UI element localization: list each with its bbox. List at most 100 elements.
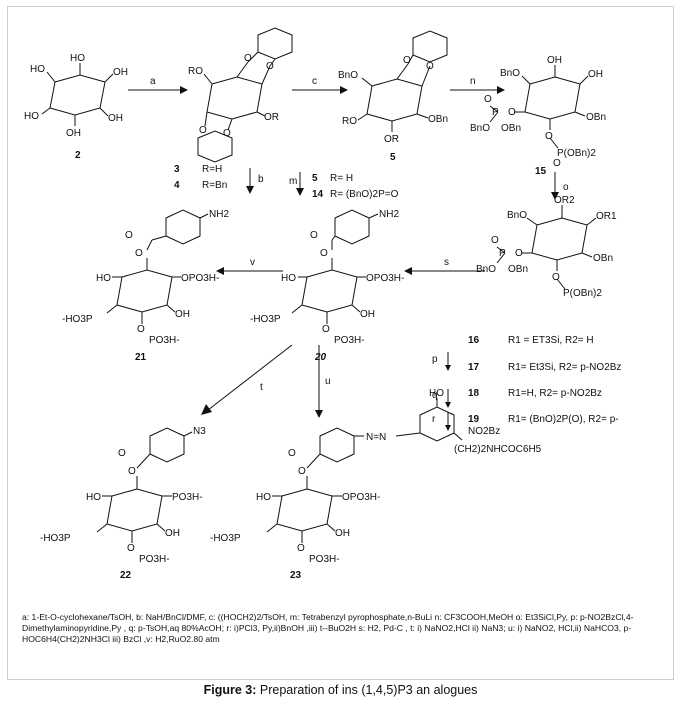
- label-o: O: [320, 248, 328, 259]
- step-s: s: [444, 257, 449, 268]
- label-o: O: [135, 248, 143, 259]
- label-po3h: PO3H-: [139, 554, 170, 565]
- label-po3h: PO3H-: [309, 554, 340, 565]
- label-po3h: PO3H-: [334, 335, 365, 346]
- caption-label: Figure 3:: [203, 683, 257, 697]
- compound-19-r: R1= (BnO)2P(O), R2= p-: [508, 414, 619, 425]
- cyclohexane-top-5: [412, 30, 448, 63]
- compound-number-23: 23: [290, 570, 302, 581]
- compound-14-r: R= (BnO)2P=O: [330, 189, 399, 200]
- step-p: p: [432, 354, 438, 365]
- label-obn: OBn: [586, 112, 606, 123]
- label-ho: HO: [96, 273, 111, 284]
- compound-number-15: 15: [535, 166, 547, 177]
- label-ho: HO: [24, 111, 39, 122]
- compound-number-2: 2: [75, 150, 81, 161]
- label-ro: RO: [188, 66, 203, 77]
- compound-number-17: 17: [468, 362, 480, 373]
- compound-number-5: 5: [312, 173, 318, 184]
- step-r: r: [432, 414, 436, 425]
- label-oh: OH: [108, 113, 123, 124]
- label-oh: OH: [360, 309, 375, 320]
- label-obn: OBn: [428, 114, 448, 125]
- label-oh: OH: [113, 67, 128, 78]
- label-por: P(OBn)2: [557, 148, 596, 159]
- compound-number-16: 16: [468, 335, 480, 346]
- step-m: m: [289, 176, 297, 187]
- step-t: t: [260, 382, 263, 393]
- label-nh2: NH2: [379, 209, 399, 220]
- step-q: q: [432, 390, 438, 401]
- label-o: O: [484, 94, 492, 105]
- label-o: O: [297, 543, 305, 554]
- label-o: O: [403, 55, 411, 66]
- label-o: O: [298, 466, 306, 477]
- label-por: P(OBn)2: [563, 288, 602, 299]
- compound-16-r: R1 = ET3Si, R2= H: [508, 335, 594, 346]
- label-o: O: [199, 125, 207, 136]
- label-bno: BnO: [507, 210, 527, 221]
- label-ro: RO: [342, 116, 357, 127]
- label-opo3h: OPO3H-: [342, 492, 380, 503]
- label-p: P: [499, 248, 506, 259]
- label-o: O: [491, 235, 499, 246]
- label-ho3p: -HO3P: [40, 533, 71, 544]
- label-ho: HO: [30, 64, 45, 75]
- label-o: O: [553, 158, 561, 169]
- label-o: O: [508, 107, 516, 118]
- compound-number-14: 14: [312, 189, 324, 200]
- label-or1: OR1: [596, 211, 617, 222]
- label-ethylamide: (CH2)2NHCOC6H5: [454, 444, 542, 455]
- arrow-t: [207, 344, 293, 411]
- label-oh: OH: [335, 528, 350, 539]
- label-or2: OR2: [554, 195, 575, 206]
- label-oh: OH: [165, 528, 180, 539]
- label-oh: OH: [547, 55, 562, 66]
- label-nh2: NH2: [209, 209, 229, 220]
- benzene-compound-22: [149, 427, 185, 463]
- ring-compound-22: [106, 488, 163, 532]
- cyclohexane-top-3: [257, 27, 293, 60]
- step-n: n: [470, 76, 476, 87]
- label-po3h: PO3H-: [149, 335, 180, 346]
- label-obn: OBn: [508, 264, 528, 275]
- ring-compound-3: [206, 76, 263, 120]
- compound-number-19: 19: [468, 414, 480, 425]
- label-o: O: [545, 131, 553, 142]
- label-oh: OH: [66, 128, 81, 139]
- phenol-ring-compound-23: [419, 406, 455, 442]
- step-c: c: [312, 76, 317, 87]
- label-o: O: [310, 230, 318, 241]
- compound-number-3: 3: [174, 164, 180, 175]
- label-ho: HO: [86, 492, 101, 503]
- label-p: P: [492, 107, 499, 118]
- label-o: O: [223, 128, 231, 139]
- label-po3h: PO3H-: [172, 492, 203, 503]
- label-ho3p: -HO3P: [62, 314, 93, 325]
- label-bno: BnO: [500, 68, 520, 79]
- compound-number-18: 18: [468, 388, 480, 399]
- step-o: o: [563, 182, 569, 193]
- label-obn: OBn: [593, 253, 613, 264]
- step-a: a: [150, 76, 156, 87]
- step-u: u: [325, 376, 331, 387]
- label-bno: BnO: [338, 70, 358, 81]
- label-or: OR: [264, 112, 279, 123]
- ring-compound-15: [524, 76, 581, 120]
- label-o: O: [244, 53, 252, 64]
- label-n3: N3: [193, 426, 206, 437]
- label-o: O: [515, 248, 523, 259]
- ring-compound-16: [531, 217, 588, 261]
- label-ho: HO: [256, 492, 271, 503]
- label-obn: OBn: [501, 123, 521, 134]
- compound-4-r: R=Bn: [202, 180, 227, 191]
- step-b: b: [258, 174, 264, 185]
- label-opo3h: OPO3H-: [366, 273, 404, 284]
- compound-number-21: 21: [135, 352, 147, 363]
- figure-frame: [7, 6, 674, 680]
- ring-compound-20: [301, 269, 358, 313]
- label-o: O: [127, 543, 135, 554]
- label-bno: BnO: [476, 264, 496, 275]
- label-ho: HO: [429, 388, 444, 399]
